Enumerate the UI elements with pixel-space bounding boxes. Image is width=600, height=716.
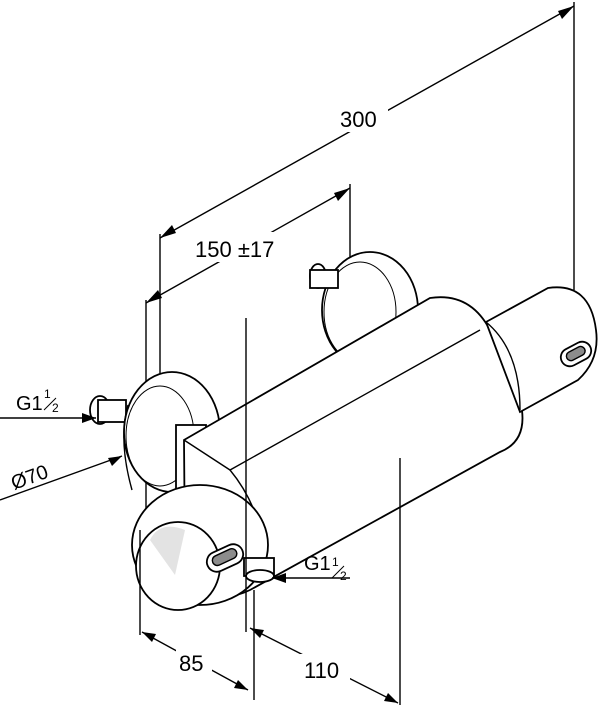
thermostat-body (131, 286, 598, 611)
dimension-label-300: 300 (340, 107, 377, 132)
arrowhead (334, 188, 350, 201)
arrowhead (558, 6, 574, 19)
arrowhead (82, 413, 96, 423)
dimension-label-110: 110 (304, 658, 339, 683)
arrowhead (272, 573, 286, 583)
arrowhead (384, 693, 398, 703)
dimension-150: 150 ±17 (145, 184, 351, 520)
arrowhead (234, 680, 248, 690)
dimension-label-85: 85 (179, 651, 203, 676)
dimension-300: 300 (159, 2, 575, 380)
dimension-110: 110 (249, 627, 399, 704)
dimension-85: 85 (141, 631, 249, 691)
thread-g-right: G1 (304, 553, 331, 575)
arrowhead (250, 628, 264, 638)
svg-text:2: 2 (52, 401, 59, 415)
arrowhead (160, 225, 176, 238)
arrowhead (146, 290, 162, 303)
diameter-label: Ø70 (0, 455, 123, 501)
thread-label-right: G1 1 2 (272, 553, 350, 583)
dimension-label-150: 150 ±17 (195, 237, 274, 262)
svg-text:1: 1 (44, 387, 51, 401)
thread-g-left: G1 (16, 393, 43, 415)
svg-text:1: 1 (332, 555, 339, 569)
svg-text:2: 2 (340, 569, 347, 583)
thread-label-left: G1 1 2 (0, 387, 96, 423)
arrowhead (142, 632, 156, 642)
arrowhead (108, 456, 122, 466)
